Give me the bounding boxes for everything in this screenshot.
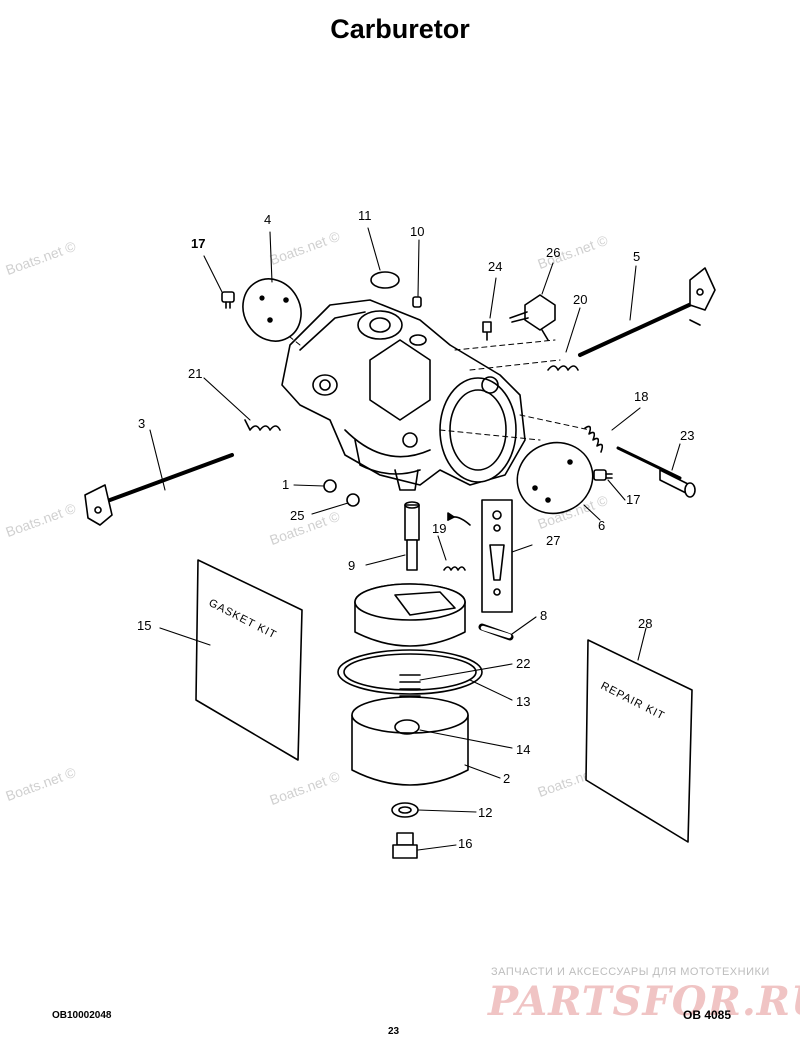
callout-1: 1 <box>282 477 289 492</box>
carburetor-body <box>281 299 526 491</box>
callout-6: 6 <box>598 518 605 533</box>
footer-page-number: 23 <box>388 1026 400 1037</box>
shaft-part-3 <box>84 453 234 526</box>
screw-part-25 <box>346 493 360 507</box>
callout-27: 27 <box>546 533 560 548</box>
callout-28: 28 <box>638 616 652 631</box>
callout-25: 25 <box>290 508 304 523</box>
callout-21: 21 <box>188 366 202 381</box>
callout-11: 11 <box>358 208 372 223</box>
callout-14: 14 <box>516 742 530 757</box>
callout-12: 12 <box>478 805 492 820</box>
callout-17-right: 17 <box>626 492 640 507</box>
screw-part-24 <box>482 321 492 341</box>
callout-15: 15 <box>137 618 151 633</box>
footer-document-code: OB10002048 <box>52 1010 112 1021</box>
spring-part-21 <box>244 419 281 431</box>
callout-20: 20 <box>573 292 587 307</box>
gasket-kit-card-15 <box>195 559 303 761</box>
screw-part-17-left <box>221 291 235 309</box>
spring-part-20 <box>547 365 579 371</box>
callout-26: 26 <box>546 245 560 260</box>
page-title: Carburetor <box>330 14 470 44</box>
jet-part-10 <box>412 296 422 308</box>
needle-valve-part-23 <box>616 446 696 498</box>
spring-part-18 <box>584 425 604 453</box>
callout-23: 23 <box>680 428 694 443</box>
washer-part-12 <box>391 802 419 818</box>
float <box>354 583 466 647</box>
repair-kit-card-28 <box>585 639 693 843</box>
callout-24: 24 <box>488 259 502 274</box>
callout-19: 19 <box>432 521 446 536</box>
drain-plug-part-16 <box>392 832 418 859</box>
tube-part-9 <box>404 501 420 571</box>
callout-22: 22 <box>516 656 530 671</box>
store-logo: PARTSFOR.RU <box>488 978 800 1025</box>
callout-5: 5 <box>633 249 640 264</box>
callout-10: 10 <box>410 224 424 239</box>
diaphragm-part-4 <box>242 278 302 342</box>
cover-plate-part-6 <box>516 441 594 515</box>
callout-4: 4 <box>264 212 271 227</box>
callout-16: 16 <box>458 836 472 851</box>
callout-3: 3 <box>138 416 145 431</box>
needle-kit-part-27 <box>481 499 513 613</box>
fitting-part-26 <box>509 294 556 341</box>
callout-18: 18 <box>634 389 648 404</box>
plug-part-11 <box>370 271 400 289</box>
spring-part-22 <box>399 674 421 697</box>
callout-8: 8 <box>540 608 547 623</box>
callout-9: 9 <box>348 558 355 573</box>
screw-part-17-right <box>593 469 613 481</box>
spring-part-19 <box>443 566 466 571</box>
clip-part-1 <box>323 479 337 493</box>
callout-2: 2 <box>503 771 510 786</box>
callout-17-left: 17 <box>191 236 205 251</box>
gasket-part-13 <box>337 649 483 695</box>
store-tagline: ЗАПЧАСТИ И АКСЕССУАРЫ ДЛЯ МОТОТЕХНИКИ <box>491 966 770 978</box>
callout-13: 13 <box>516 694 530 709</box>
float-bowl-part-2 <box>351 696 469 786</box>
shaft-part-5 <box>578 267 716 357</box>
footer-figure-code: OB 4085 <box>683 1008 732 1022</box>
